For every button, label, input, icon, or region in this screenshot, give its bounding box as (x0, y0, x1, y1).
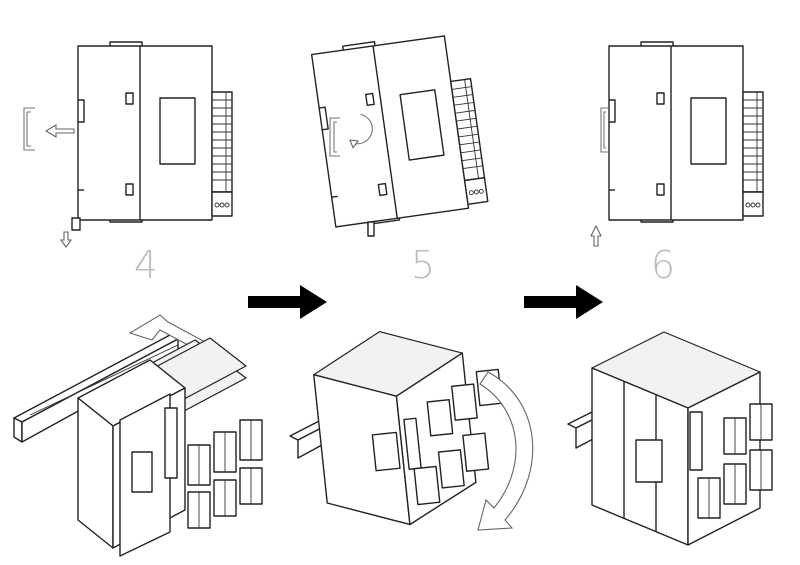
step-number-4: 4 (134, 243, 158, 287)
isometric-assembly-1 (13, 314, 263, 557)
din-rail-side-5 (329, 117, 340, 157)
isometric-assembly-2 (289, 330, 534, 531)
module-side-view-4 (77, 41, 233, 223)
step-6-panel: 6 (590, 41, 764, 287)
up-arrow-icon (590, 224, 602, 247)
release-clip-5 (367, 221, 375, 237)
left-arrow-icon (44, 124, 75, 138)
isometric-assembly-3 (567, 331, 773, 546)
din-rail-side-6 (600, 107, 609, 153)
curved-arrow-icon (477, 371, 534, 531)
module-side-view-6 (608, 41, 764, 223)
step-4-panel: 4 (23, 41, 233, 287)
right-arrow-icon (248, 285, 327, 319)
step-5-panel: 5 (310, 28, 490, 287)
right-arrow-icon (524, 285, 603, 319)
down-arrow-icon (59, 231, 73, 248)
step-number-5: 5 (411, 243, 435, 287)
din-rail-side-4 (23, 107, 35, 151)
module-side-view-5 (310, 28, 490, 230)
release-clip-4 (71, 217, 81, 231)
rotate-arrow-icon (349, 113, 373, 149)
step-number-6: 6 (651, 243, 675, 287)
